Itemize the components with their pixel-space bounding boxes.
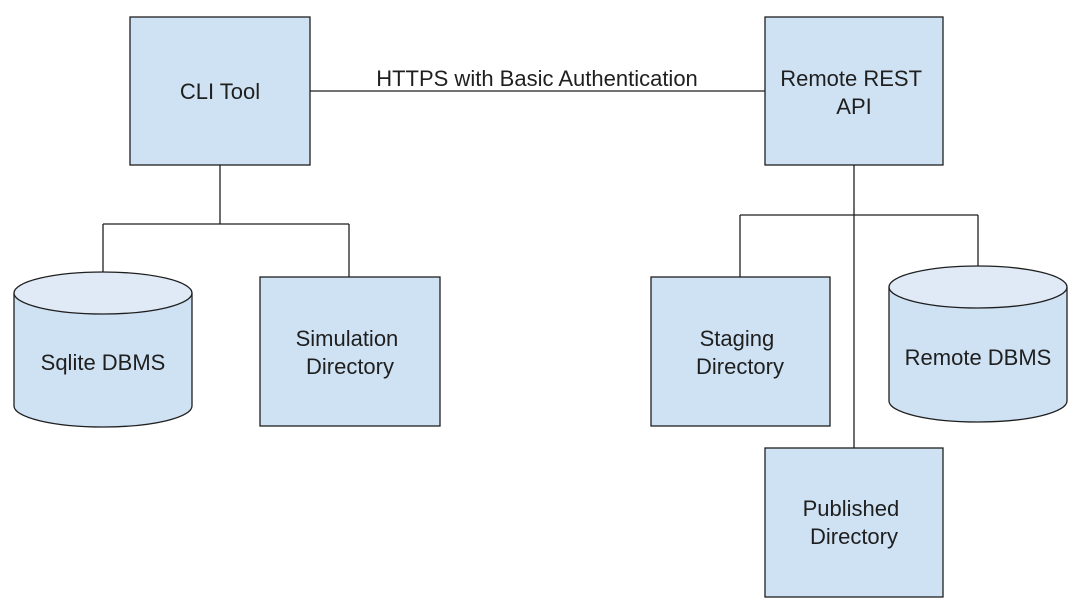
node-published-label-line1: Published xyxy=(803,496,900,521)
node-remote-dbms: Remote DBMS xyxy=(888,265,1068,423)
node-remote-dbms-label: Remote DBMS xyxy=(905,345,1052,370)
node-sqlite-dbms: Sqlite DBMS xyxy=(13,271,193,428)
svg-text:Staging Directory: Staging Directory xyxy=(696,326,784,379)
svg-text:Simulation Directory: Simulation Directory xyxy=(296,326,405,379)
node-staging-directory: Staging Directory xyxy=(650,276,831,427)
node-remote-rest-api: Remote REST API xyxy=(764,16,944,166)
node-staging-label-line1: Staging xyxy=(700,326,775,351)
node-simulation-directory: Simulation Directory xyxy=(259,276,441,427)
edge-label-https: HTTPS with Basic Authentication xyxy=(376,66,698,91)
node-simulation-label-line2: Directory xyxy=(306,354,394,379)
svg-text:Published Directory: Published Directory xyxy=(803,496,906,549)
node-simulation-label-line1: Simulation xyxy=(296,326,399,351)
node-cli-tool: CLI Tool xyxy=(129,16,311,166)
node-staging-label-line2: Directory xyxy=(696,354,784,379)
node-sqlite-label: Sqlite DBMS xyxy=(41,350,166,375)
node-published-directory: Published Directory xyxy=(764,447,944,598)
node-published-label-line2: Directory xyxy=(810,524,898,549)
node-remote-api-label-line1: Remote REST xyxy=(780,66,921,91)
connectors xyxy=(102,90,979,448)
node-remote-api-label-line2: API xyxy=(836,94,871,119)
svg-text:Remote REST API: Remote REST API xyxy=(780,66,928,119)
node-cli-tool-label: CLI Tool xyxy=(180,79,260,104)
